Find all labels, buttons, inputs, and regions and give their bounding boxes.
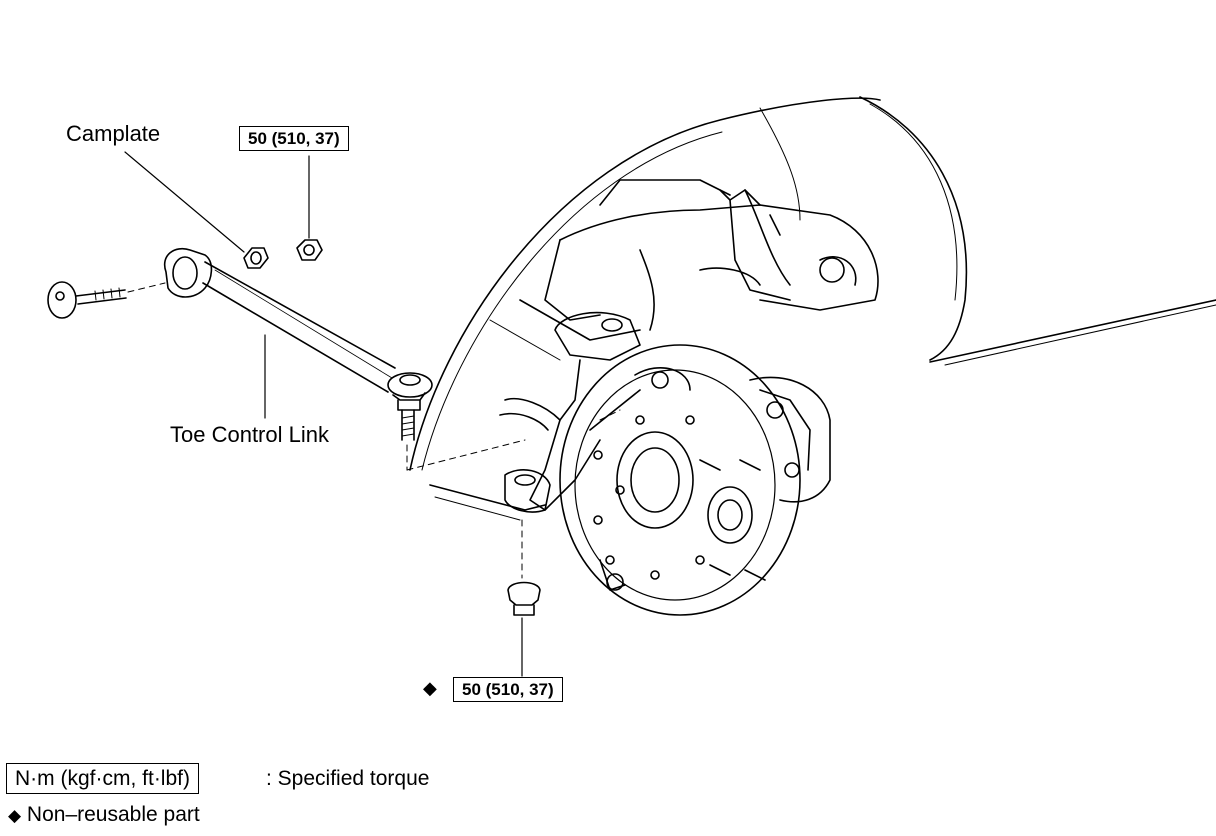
- toe-control-link-part: [163, 248, 433, 441]
- torque-spec-upper: 50 (510, 37): [239, 126, 349, 151]
- brake-caliper: [749, 376, 831, 503]
- camplate-label: Camplate: [66, 121, 161, 146]
- non-reusable-diamond-icon: ◆: [423, 678, 437, 698]
- nut-part: [296, 239, 323, 261]
- wheel-arch: [409, 96, 1216, 471]
- wheel-hub: [559, 344, 801, 616]
- torque-spec-lower: 50 (510, 37): [453, 677, 563, 702]
- non-reusable-diamond-icon: ◆: [8, 806, 22, 825]
- cam-bolt: [47, 281, 166, 319]
- body-mount: [489, 179, 879, 361]
- knuckle: [429, 311, 641, 521]
- legend-non-reusable-description: Non–reusable part: [26, 803, 200, 826]
- leader-lines: [124, 151, 523, 677]
- legend-unit-description: : Specified torque: [266, 767, 430, 790]
- lower-nut-part: [507, 581, 541, 616]
- toe-control-link-label: Toe Control Link: [170, 422, 329, 447]
- assembly-lines: [406, 409, 621, 579]
- legend-non-reusable-row: ◆ Non–reusable part: [8, 804, 200, 825]
- legend-unit-box: N·m (kgf·cm, ft·lbf): [6, 763, 199, 794]
- camplate-part: [243, 247, 269, 269]
